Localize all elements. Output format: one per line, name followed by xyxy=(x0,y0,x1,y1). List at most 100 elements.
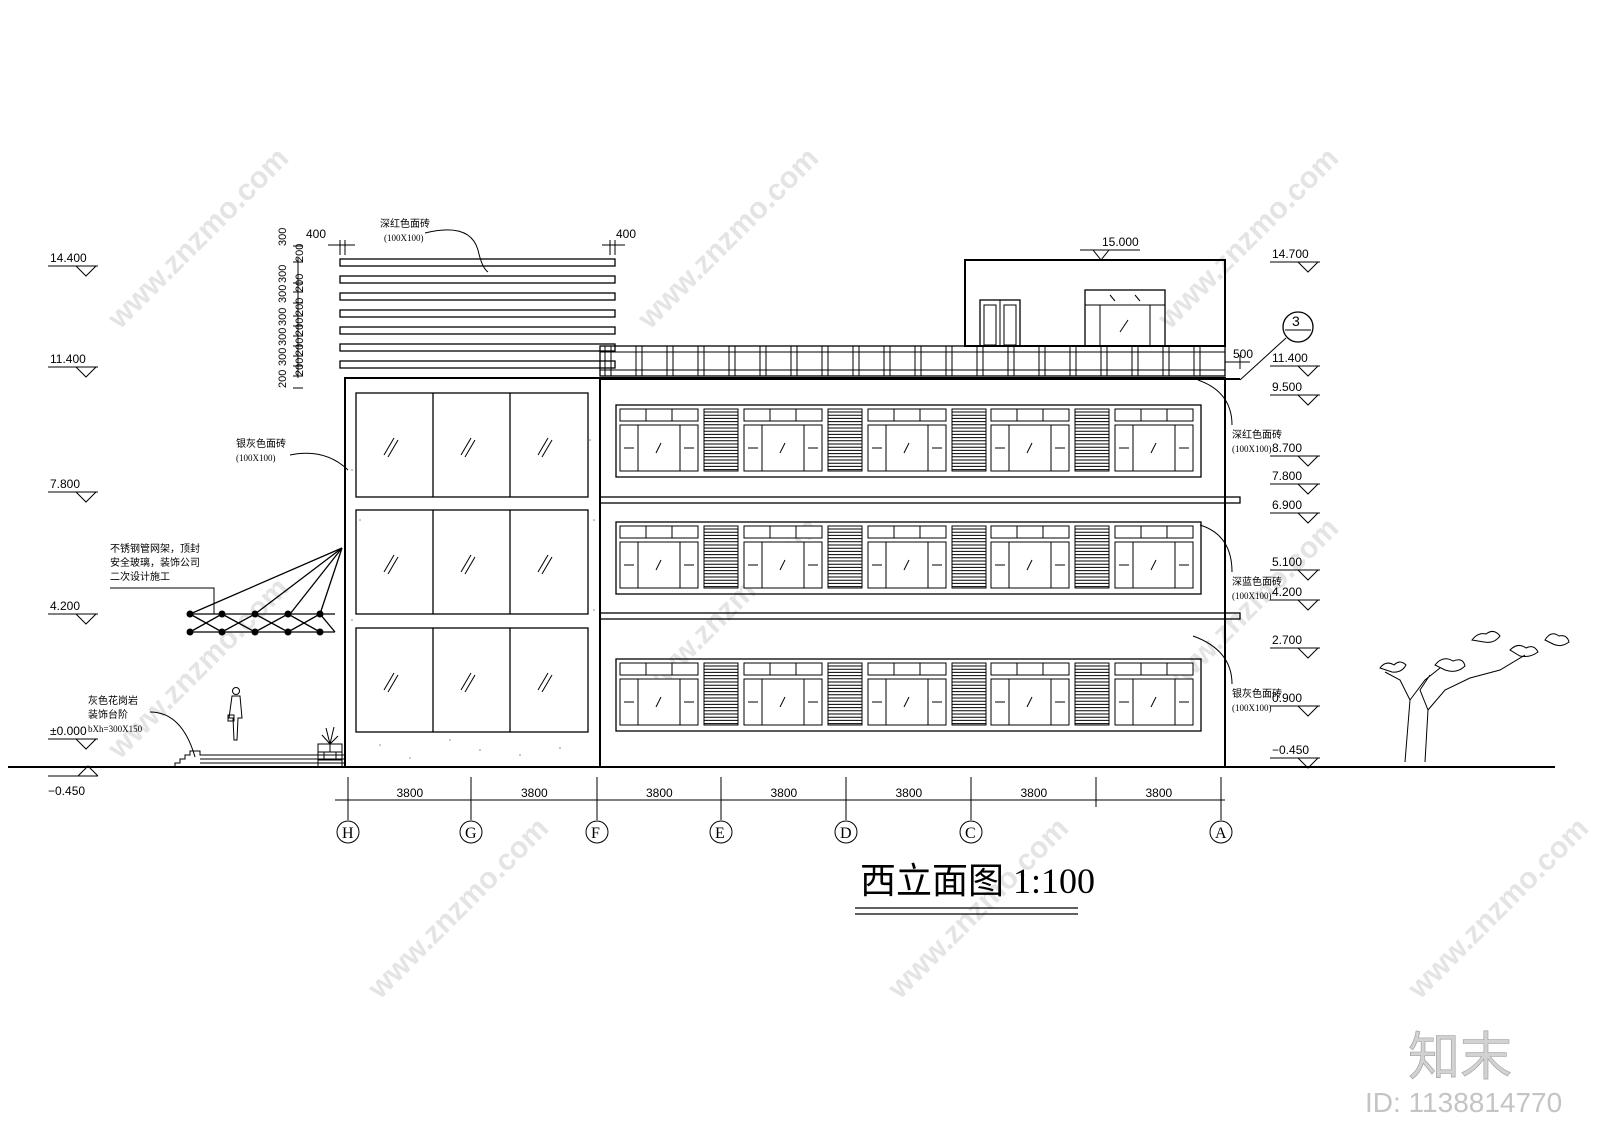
dim-400-right: 400 xyxy=(616,227,636,241)
planter xyxy=(317,726,343,768)
level-value: 7.800 xyxy=(50,477,80,491)
axis-bubble: C xyxy=(959,807,983,844)
level-value: ±0.000 xyxy=(50,724,87,738)
watermark: www.znzmo.com xyxy=(1401,812,1595,1006)
fin-dim-value: 300 xyxy=(277,348,289,366)
window-unit xyxy=(867,408,987,472)
level-marker: 11.400 xyxy=(48,352,98,378)
note-red-tile-right: 深红色面砖 (100X100) xyxy=(1197,379,1282,454)
level-marker: −0.450 xyxy=(1270,743,1320,769)
watermark: www.znzmo.com xyxy=(1151,142,1345,336)
level-marker: 14.700 xyxy=(1270,247,1320,273)
detail-reference-callout: 3 xyxy=(1239,311,1314,381)
axis-label: C xyxy=(965,825,976,842)
main-block xyxy=(599,259,1241,768)
axis-label: A xyxy=(1215,825,1227,842)
fin-dim-value: 200 xyxy=(294,244,306,262)
level-marker: 6.900 xyxy=(1270,498,1320,524)
watermark: www.znzmo.com xyxy=(631,142,825,336)
detail-reference-number: 3 xyxy=(1292,313,1300,329)
entrance-steps xyxy=(170,750,345,768)
axis-bubble: H xyxy=(336,807,360,844)
note-silver-tile-right: 银灰色面砖 (100X100) xyxy=(1192,635,1282,713)
window-unit xyxy=(743,525,863,589)
axis-label: F xyxy=(591,825,600,842)
window-unit xyxy=(990,408,1110,472)
level-marker: 0.900 xyxy=(1270,691,1320,717)
parapet-dim xyxy=(1225,355,1250,369)
level-marker: 4.200 xyxy=(1270,585,1320,611)
bay-dim-value: 3800 xyxy=(1146,786,1173,800)
axis-bubble: G xyxy=(459,807,483,844)
level-value: 9.500 xyxy=(1272,380,1302,394)
fin-dim-value: 200 xyxy=(294,298,306,316)
svg-text:灰色花岗岩: 灰色花岗岩 xyxy=(88,694,138,707)
level-value: 8.700 xyxy=(1272,441,1302,455)
level-marker: 5.100 xyxy=(1270,555,1320,581)
note-granite-steps: 灰色花岗岩 装饰台阶 bXh=300X150 xyxy=(88,694,196,758)
watermark: www.znzmo.com xyxy=(361,812,555,1006)
bay-dim-value: 3800 xyxy=(771,786,798,800)
svg-text:不锈钢管网架，顶封: 不锈钢管网架，顶封 xyxy=(110,542,200,555)
svg-text:深红色面砖: 深红色面砖 xyxy=(380,217,430,230)
note-silver-tile-left: 银灰色面砖 (100X100) xyxy=(236,437,349,471)
window-unit xyxy=(1114,525,1194,589)
axis-label: D xyxy=(840,825,852,842)
level-marker: 14.400 xyxy=(48,251,98,277)
bay-dim-value: 3800 xyxy=(1021,786,1048,800)
left-tower xyxy=(339,258,616,768)
level-marker: 8.700 xyxy=(1270,441,1320,467)
svg-text:银灰色面砖: 银灰色面砖 xyxy=(1232,687,1282,700)
watermark: www.znzmo.com xyxy=(1151,512,1345,706)
axis-bubble: E xyxy=(709,807,733,844)
fin-dim-value: 200 xyxy=(294,274,306,292)
steel-canopy xyxy=(186,547,343,636)
svg-text:银灰色面砖: 银灰色面砖 xyxy=(236,437,286,450)
level-value: 14.700 xyxy=(1272,247,1309,261)
level-marker: 9.500 xyxy=(1270,380,1320,406)
level-marker: 11.400 xyxy=(1270,351,1320,377)
person-figure xyxy=(227,687,243,741)
svg-text:(100X100): (100X100) xyxy=(1232,591,1272,601)
svg-text:装饰台阶: 装饰台阶 xyxy=(88,708,128,721)
axis-label: E xyxy=(715,825,725,842)
fin-dim-value: 200 xyxy=(294,338,306,356)
note-steel-frame: 不锈钢管网架，顶封 安全玻璃，装饰公司 二次设计施工 xyxy=(110,542,215,614)
axis-label: H xyxy=(342,825,354,842)
axis-bubble: F xyxy=(585,807,609,844)
window-unit xyxy=(867,662,987,726)
bay-dim-value: 3800 xyxy=(397,786,424,800)
window-unit xyxy=(619,408,739,472)
note-blue-tile-right: 深蓝色面砖 (100X100) xyxy=(1199,524,1282,601)
level-value: −0.450 xyxy=(1272,743,1309,757)
level-marker: 4.200 xyxy=(48,599,98,625)
window-unit xyxy=(1114,408,1194,472)
axis-bubble: D xyxy=(834,807,858,844)
window-unit xyxy=(1114,662,1194,726)
level-marker: −0.450 xyxy=(48,765,99,798)
fin-dim-value: 300 xyxy=(277,308,289,326)
level-value: 4.200 xyxy=(1272,585,1302,599)
roof-level-marker: 15.000 xyxy=(1080,235,1140,261)
fin-dim-value: 200 xyxy=(277,370,289,388)
svg-text:深红色面砖: 深红色面砖 xyxy=(1232,428,1282,441)
level-value: 0.900 xyxy=(1272,691,1302,705)
svg-text:安全玻璃，装饰公司: 安全玻璃，装饰公司 xyxy=(110,556,200,569)
logo-text: 知末 xyxy=(1408,1028,1512,1088)
level-value: 11.400 xyxy=(50,352,86,366)
level-value: 5.100 xyxy=(1272,555,1302,569)
level-value: 7.800 xyxy=(1272,469,1302,483)
axis-bubble: A xyxy=(1209,807,1233,844)
level-marker: ±0.000 xyxy=(48,724,98,750)
window-unit xyxy=(743,408,863,472)
tree-figure xyxy=(1379,630,1570,763)
bay-dim-value: 3800 xyxy=(646,786,673,800)
fin-dim-value: 200 xyxy=(294,318,306,336)
svg-text:(100X100): (100X100) xyxy=(1232,444,1272,454)
level-value: 4.200 xyxy=(50,599,80,613)
id-label: ID: 1138814770 xyxy=(1365,1087,1562,1118)
bay-dim-value: 3800 xyxy=(896,786,923,800)
